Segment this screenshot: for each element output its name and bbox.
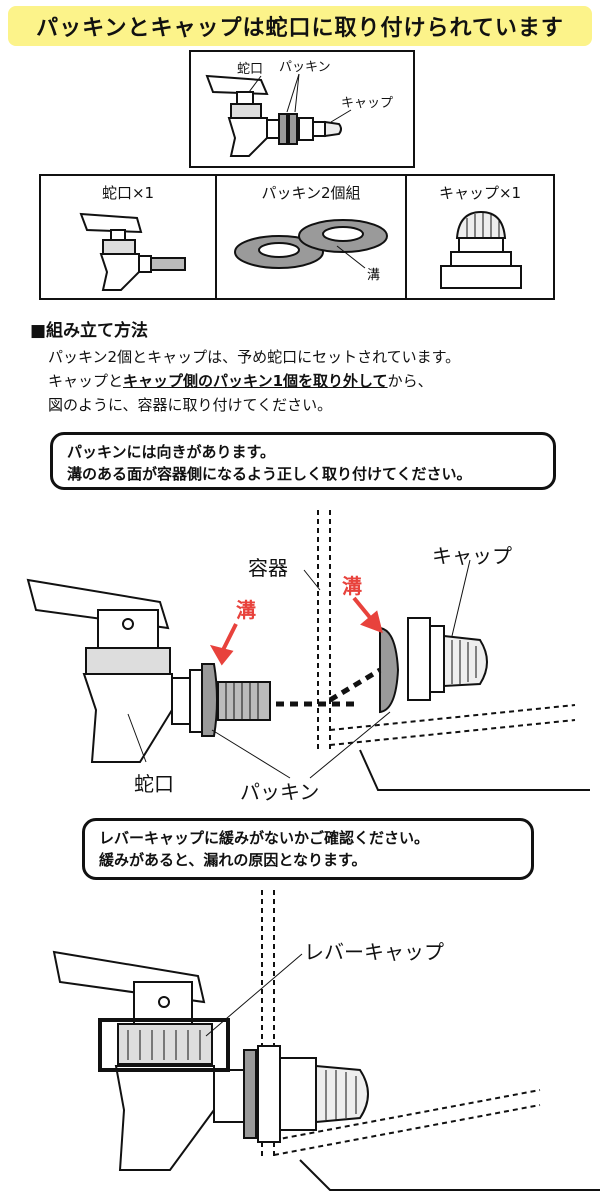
assembly-overview: 蛇口 パッキン キャップ [189, 50, 415, 168]
part-cap: キャップ×1 [407, 176, 553, 298]
notice1-line-2: 溝のある面が容器側になるよう正しく取り付けてください。 [67, 465, 472, 483]
notice1-line-1: パッキンには向きがあります。 [67, 443, 276, 461]
instruction-line-2: キャップとキャップ側のパッキン1個を取り外してから、 [48, 370, 433, 392]
part-faucet: 蛇口×1 [41, 176, 217, 298]
installation-diagram [26, 510, 590, 791]
assembly-cap-label: キャップ [341, 96, 394, 111]
assembly-faucet-label: 蛇口 [237, 62, 264, 77]
instruction-emphasis: キャップ側のパッキン1個を取り外して [123, 372, 388, 390]
section-title: ■組み立て方法 [30, 321, 149, 341]
instruction-line-2-post: から、 [387, 372, 433, 390]
instruction-line-3: 図のように、容器に取り付けてください。 [48, 396, 333, 414]
assembly-packing-label: パッキン [279, 60, 331, 75]
banner-title: パッキンとキャップは蛇口に取り付けられています [36, 16, 564, 41]
groove-label-right: 溝 [342, 574, 362, 598]
notice2-line-2: 緩みがあると、漏れの原因となります。 [99, 851, 367, 869]
parts-list: 蛇口×1 パッキン2個組 溝 キャップ×1 [39, 174, 555, 300]
packing-orientation-notice: パッキンには向きがあります。 溝のある面が容器側になるよう正しく取り付けてくださ… [50, 432, 556, 490]
cap-part-illustration [440, 210, 522, 289]
packing-label: パッキン [240, 780, 320, 804]
container-label: 容器 [248, 556, 288, 580]
part-cap-label: キャップ×1 [438, 184, 522, 202]
faucet-part-illustration [79, 212, 186, 291]
lever-cap-notice: レバーキャップに緩みがないかご確認ください。 緩みがあると、漏れの原因となります… [82, 818, 534, 880]
lever-cap-diagram [52, 890, 600, 1191]
header-banner: パッキンとキャップは蛇口に取り付けられています [8, 6, 592, 46]
packing-part-illustration [234, 219, 388, 269]
lever-cap-label: レバーキャップ [304, 940, 444, 964]
part-packing: パッキン2個組 溝 [217, 176, 407, 298]
groove-label-left: 溝 [236, 598, 256, 622]
part-faucet-label: 蛇口×1 [101, 184, 155, 202]
assembled-faucet-illustration [205, 73, 352, 157]
instruction-line-1: パッキン2個とキャップは、予め蛇口にセットされています。 [48, 348, 461, 366]
part-groove-label: 溝 [367, 268, 381, 283]
instruction-line-2-pre: キャップと [48, 372, 124, 390]
faucet-label: 蛇口 [134, 772, 174, 796]
cap-label: キャップ [432, 544, 512, 568]
notice2-line-1: レバーキャップに緩みがないかご確認ください。 [99, 829, 430, 847]
part-packing-label: パッキン2個組 [261, 184, 361, 202]
